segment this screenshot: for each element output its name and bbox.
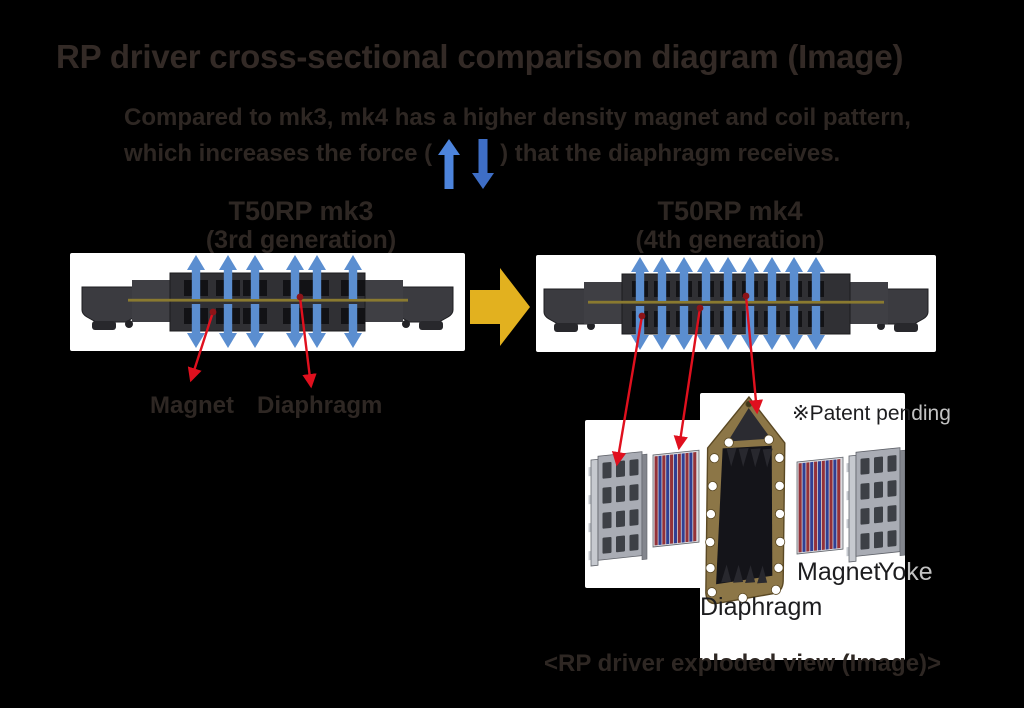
force-arrow-up-icon [653,257,671,301]
magnet-array [652,449,700,548]
patent-note: ※Patent pending [792,401,951,426]
patent-note-clipped: ding [911,402,951,425]
force-arrow-up-icon [719,257,737,301]
mk3-generation: (3rd generation) [205,226,397,255]
mk3-model-name: T50RP mk3 [228,196,374,226]
force-arrow-up-icon [187,255,205,299]
force-arrow-down-icon [246,304,264,348]
exploded-yoke-clipped: ke [906,558,933,586]
diaphragm-assembly [705,395,786,605]
force-arrow-down-icon [308,304,326,348]
force-arrow-up-icon [308,255,326,299]
page-title: RP driver cross-sectional comparison dia… [56,38,904,75]
force-arrow-up-icon [219,255,237,299]
force-arrow-down-icon [719,306,737,350]
patent-note-on-panel: ※Patent pen [792,402,912,425]
force-arrow-up-icon [785,257,803,301]
mk4-panel [536,255,936,352]
yoke-plate [846,447,905,563]
force-arrow-down-icon [653,306,671,350]
diaphragm-line [128,298,408,302]
mk3-driver-cross-section [81,255,454,348]
upgrade-arrow-icon [470,268,530,346]
exploded-caption: <RP driver exploded view (Image)> [544,650,942,677]
force-arrow-down-icon [785,306,803,350]
mk4-driver-cross-section [543,257,929,350]
subtitle-line-1: Compared to mk3, mk4 has a higher densit… [124,104,911,131]
subtitle-line-2-suffix: ) that the diaphragm receives. [500,140,841,167]
yoke-plate [588,451,648,567]
subtitle: Compared to mk3, mk4 has a higher densit… [124,104,911,192]
exploded-yoke-on-panel: Yo [878,558,907,586]
force-arrow-up-icon [697,257,715,301]
magnet-callout-label: Magnet [150,392,234,419]
mk4-heading: T50RP mk4 (4th generation) [595,196,865,254]
force-arrow-down-icon [807,306,825,350]
force-arrow-up-icon [807,257,825,301]
force-arrow-up-icon [631,257,649,301]
mount-ear [81,286,139,330]
subtitle-line-2: which increases the force ( ) that the d… [124,139,911,192]
exploded-diaphragm-label: Diaphragm [700,593,823,621]
mk3-heading: T50RP mk3 (3rd generation) [166,196,436,254]
force-down-arrow-icon [472,139,495,189]
magnet-array [796,456,844,555]
mount-ear [396,286,454,330]
force-arrow-up-icon [344,255,362,299]
mk4-model-name: T50RP mk4 [657,196,803,226]
force-arrow-up-icon [286,255,304,299]
force-up-arrow-icon [438,139,461,189]
force-arrow-down-icon [697,306,715,350]
diaphragm-callout-label: Diaphragm [257,392,383,419]
force-arrow-up-icon [741,257,759,301]
mk3-panel [70,253,465,351]
force-arrow-down-icon [219,304,237,348]
force-arrow-up-icon [246,255,264,299]
exploded-yoke-label: Yoke [878,558,933,587]
diaphragm-line [588,300,884,304]
force-arrow-down-icon [344,304,362,348]
force-arrow-up-icon [763,257,781,301]
subtitle-line-2-prefix: which increases the force ( [124,140,433,167]
force-arrow-up-icon [675,257,693,301]
exploded-view-diagram [588,395,905,605]
mk4-generation: (4th generation) [635,226,825,255]
exploded-magnet-label: Magnet [797,558,881,586]
force-arrow-down-icon [763,306,781,350]
